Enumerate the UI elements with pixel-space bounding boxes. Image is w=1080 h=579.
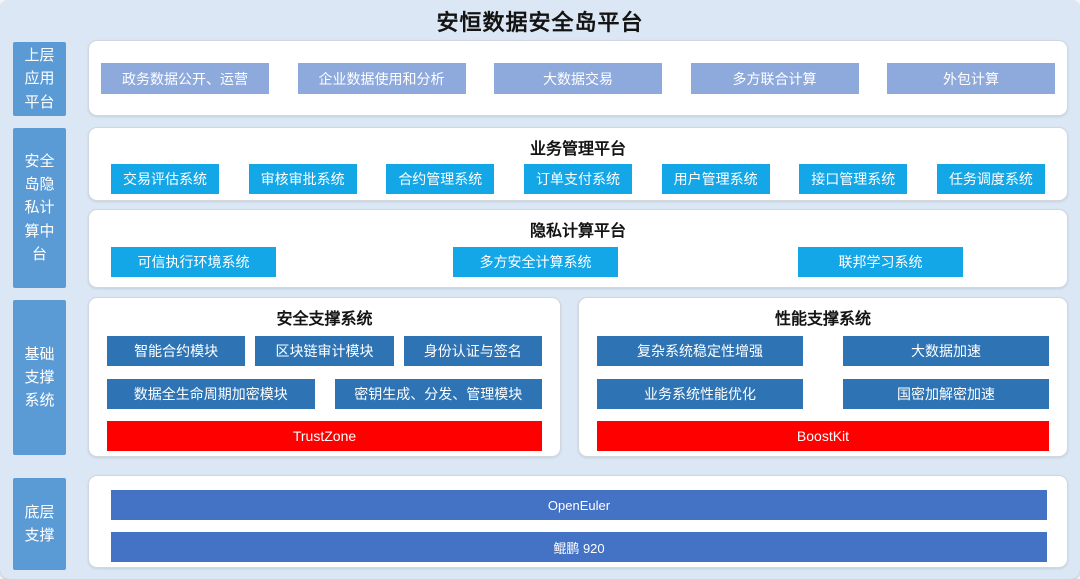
privacy-platform-title: 隐私计算平台 (529, 223, 626, 240)
business-system-chip: 用户管理系统 (661, 164, 770, 194)
business-system-chip: 交易评估系统 (111, 164, 219, 194)
performance-support-row2: 业务系统性能优化 国密加解密加速 (579, 379, 1067, 409)
side-label-foundation-systems-text: 基础支撑系统 (24, 345, 55, 410)
app-item-chip: 企业数据使用和分析 (297, 63, 466, 94)
side-label-app-layer: 上层应用平台 (13, 42, 66, 116)
performance-support-card: 性能支撑系统 复杂系统稳定性增强 大数据加速 业务系统性能优化 国密加解密加速 … (578, 297, 1068, 457)
app-item-chip: 多方联合计算 (690, 63, 859, 94)
privacy-platform-card: 隐私计算平台 可信执行环境系统 多方安全计算系统 联邦学习系统 (88, 209, 1068, 288)
security-support-row1: 智能合约模块 区块链审计模块 身份认证与签名 (89, 336, 560, 366)
performance-module-chip: 业务系统性能优化 (597, 379, 803, 409)
performance-support-row1: 复杂系统稳定性增强 大数据加速 (579, 336, 1067, 366)
security-module-chip: 数据全生命周期加密模块 (107, 379, 315, 409)
business-platform-card: 业务管理平台 交易评估系统 审核审批系统 合约管理系统 订单支付系统 用户管理系… (88, 127, 1068, 201)
security-support-card: 安全支撑系统 智能合约模块 区块链审计模块 身份认证与签名 数据全生命周期加密模… (88, 297, 561, 457)
security-support-title: 安全支撑系统 (276, 311, 373, 328)
side-label-bottom-support: 底层支撑 (13, 478, 66, 570)
performance-module-chip: 大数据加速 (843, 336, 1049, 366)
privacy-system-chip: 多方安全计算系统 (453, 247, 618, 277)
side-label-privacy-middle-platform-text: 安全岛隐私计算中台 (24, 152, 55, 263)
app-platform-card: 政务数据公开、运营 企业数据使用和分析 大数据交易 多方联合计算 外包计算 (88, 40, 1068, 116)
app-item-chip: 大数据交易 (494, 63, 662, 94)
kunpeng-bar: 鲲鹏 920 (111, 532, 1047, 562)
openeuler-bar: OpenEuler (111, 490, 1047, 520)
business-system-chip: 审核审批系统 (248, 164, 357, 194)
trustzone-highlight-bar: TrustZone (107, 421, 542, 451)
app-item-chip: 政务数据公开、运营 (101, 63, 269, 94)
security-support-row2: 数据全生命周期加密模块 密钥生成、分发、管理模块 (89, 379, 560, 409)
security-module-chip: 智能合约模块 (107, 336, 246, 366)
app-item-chip: 外包计算 (887, 63, 1055, 94)
business-system-chip: 合约管理系统 (386, 164, 495, 194)
performance-module-chip: 国密加解密加速 (843, 379, 1049, 409)
privacy-system-chip: 联邦学习系统 (798, 247, 963, 277)
security-module-chip: 区块链审计模块 (255, 336, 394, 366)
business-system-chip: 订单支付系统 (523, 164, 632, 194)
boostkit-highlight-bar: BoostKit (597, 421, 1049, 451)
privacy-system-chip: 可信执行环境系统 (111, 247, 276, 277)
performance-module-chip: 复杂系统稳定性增强 (597, 336, 803, 366)
performance-support-title: 性能支撑系统 (774, 311, 871, 328)
side-label-privacy-middle-platform: 安全岛隐私计算中台 (13, 128, 66, 288)
security-module-chip: 身份认证与签名 (403, 336, 542, 366)
side-label-bottom-support-text: 底层支撑 (24, 503, 55, 544)
app-platform-row: 政务数据公开、运营 企业数据使用和分析 大数据交易 多方联合计算 外包计算 (89, 63, 1067, 94)
business-platform-title: 业务管理平台 (529, 141, 626, 158)
business-system-chip: 任务调度系统 (936, 164, 1045, 194)
bottom-support-card: OpenEuler 鲲鹏 920 (88, 475, 1068, 568)
side-label-app-layer-text: 上层应用平台 (24, 47, 55, 111)
side-label-foundation-systems: 基础支撑系统 (13, 300, 66, 455)
business-system-chip: 接口管理系统 (799, 164, 908, 194)
page-title: 安恒数据安全岛平台 (436, 10, 644, 35)
business-systems-row: 交易评估系统 审核审批系统 合约管理系统 订单支付系统 用户管理系统 接口管理系… (89, 164, 1067, 194)
security-module-chip: 密钥生成、分发、管理模块 (334, 379, 542, 409)
